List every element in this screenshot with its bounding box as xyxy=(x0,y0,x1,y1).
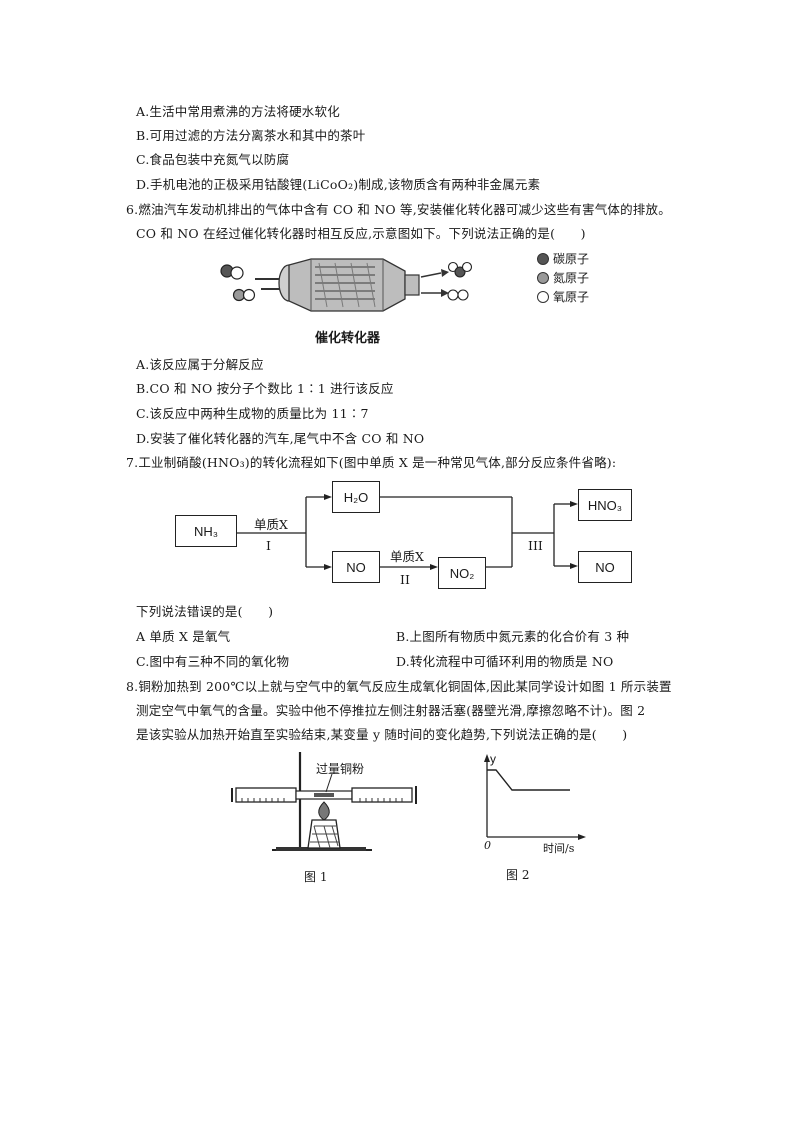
copper-powder-label: 过量铜粉 xyxy=(316,762,365,776)
output-co2-molecule xyxy=(447,261,473,278)
trend-curve xyxy=(487,769,570,791)
q5-option-c: C.食品包装中充氮气以防腐 xyxy=(136,152,290,167)
q8-stem-line1: 8.铜粉加热到 200℃以上就与空气中的氧气反应生成氧化铜固体,因此某同学设计如… xyxy=(126,679,672,694)
flow-box-h2o: H₂O xyxy=(332,481,380,513)
converter-caption: 催化转化器 xyxy=(315,330,381,345)
q7-prompt: 下列说法错误的是( ) xyxy=(136,604,274,619)
input-co-molecule xyxy=(220,264,244,280)
q7-option-c: C.图中有三种不同的氧化物 xyxy=(136,654,290,669)
figure-2-caption: 图 2 xyxy=(506,868,530,882)
carbon-atom-icon xyxy=(537,252,549,265)
flow-label-iii: III xyxy=(528,538,543,553)
y-vs-time-graph xyxy=(484,754,586,840)
legend-nitrogen-label: 氮原子 xyxy=(553,271,590,285)
converter-body xyxy=(278,258,420,312)
flow-box-hno3: HNO₃ xyxy=(578,489,632,521)
input-no-molecule xyxy=(232,288,256,302)
right-syringe xyxy=(351,786,417,804)
q6-stem-line1: 6.燃油汽车发动机排出的气体中含有 CO 和 NO 等,安装催化转化器可减少这些… xyxy=(126,202,671,217)
q6-stem-line2: CO 和 NO 在经过催化转化器时相互反应,示意图如下。下列说法正确的是( ) xyxy=(136,226,586,241)
flow-label-i: I xyxy=(266,538,271,553)
q6-option-b: B.CO 和 NO 按分子个数比 1∶1 进行该反应 xyxy=(136,381,394,396)
q8-stem-line2: 测定空气中氧气的含量。实验中他不停推拉左侧注射器活塞(器壁光滑,摩擦忽略不计)。… xyxy=(136,703,646,718)
output-n2-molecule xyxy=(447,289,469,301)
q5-option-a: A.生活中常用煮沸的方法将硬水软化 xyxy=(136,104,340,119)
flow-box-no: NO xyxy=(332,551,380,583)
flow-box-no-out: NO xyxy=(578,551,632,583)
catalytic-converter-figure xyxy=(220,258,473,312)
flow-label-x1: 单质X xyxy=(254,517,288,532)
nitrogen-atom-icon xyxy=(537,271,549,284)
oxygen-atom-icon xyxy=(537,290,549,303)
q7-option-d: D.转化流程中可循环利用的物质是 NO xyxy=(396,654,614,669)
left-syringe xyxy=(231,787,297,803)
q6-option-a: A.该反应属于分解反应 xyxy=(136,357,264,372)
flow-box-nh3: NH₃ xyxy=(175,515,237,547)
flow-box-no2: NO₂ xyxy=(438,557,486,589)
q7-option-b: B.上图所有物质中氮元素的化合价有 3 种 xyxy=(396,629,630,644)
flow-label-x2: 单质X xyxy=(390,549,424,564)
legend-nitrogen: 氮原子 xyxy=(537,269,589,286)
figure-1-caption: 图 1 xyxy=(304,870,328,884)
legend-oxygen-label: 氧原子 xyxy=(553,290,590,304)
q7-flow-lines xyxy=(236,494,578,570)
q5-option-d: D.手机电池的正极采用钴酸锂(LiCoO₂)制成,该物质含有两种非金属元素 xyxy=(136,177,541,192)
legend-carbon: 碳原子 xyxy=(537,250,589,267)
q8-stem-line3: 是该实验从加热开始直至实验结束,某变量 y 随时间的变化趋势,下列说法正确的是(… xyxy=(136,727,628,742)
graph-x-label: 时间/s xyxy=(543,842,575,855)
q6-option-c: C.该反应中两种生成物的质量比为 11∶7 xyxy=(136,406,369,421)
q5-option-b: B.可用过滤的方法分离茶水和其中的茶叶 xyxy=(136,128,366,143)
flow-label-ii: II xyxy=(400,572,410,587)
graph-origin-label: 0 xyxy=(484,839,491,852)
apparatus-figure xyxy=(231,752,417,851)
legend-oxygen: 氧原子 xyxy=(537,288,589,305)
graph-y-label: y xyxy=(490,752,496,766)
q6-option-d: D.安装了催化转化器的汽车,尾气中不含 CO 和 NO xyxy=(136,431,425,446)
legend-carbon-label: 碳原子 xyxy=(553,252,590,266)
q7-stem: 7.工业制硝酸(HNO₃)的转化流程如下(图中单质 X 是一种常见气体,部分反应… xyxy=(126,455,617,470)
q7-option-a: A 单质 X 是氧气 xyxy=(136,629,231,644)
